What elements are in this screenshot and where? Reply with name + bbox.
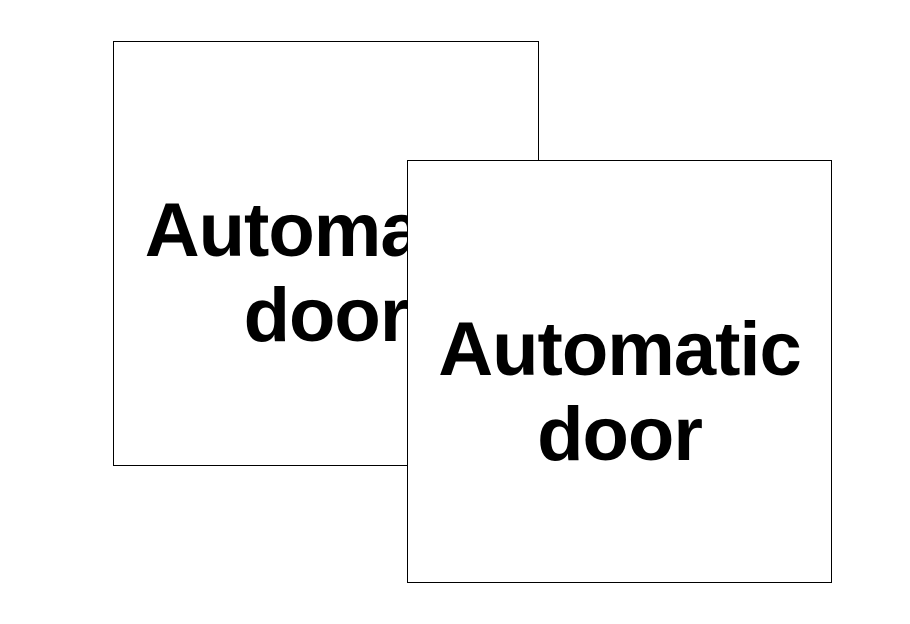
sign-front-line1: Automatic — [438, 307, 802, 392]
sign-front-automatic-door: Automatic door — [407, 160, 832, 583]
sign-front-text: Automatic door — [408, 307, 831, 477]
sign-back-line2: door — [243, 273, 410, 358]
sign-front-line2: door — [537, 392, 703, 477]
